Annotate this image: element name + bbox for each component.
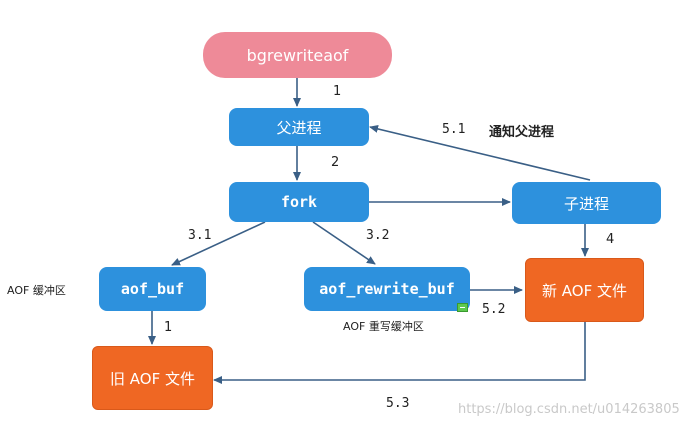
edge-label-5-3: 5.3: [386, 396, 410, 411]
edge-label-buf-to-old: 1: [164, 320, 173, 335]
node-aof-rewrite-buf: aof_rewrite_buf: [304, 267, 470, 311]
edge-label-4: 4: [606, 232, 615, 247]
edge-label-2: 2: [331, 155, 340, 170]
edge-new-aof-to-old-aof: [213, 322, 586, 384]
node-old-aof-file: 旧 AOF 文件: [92, 346, 213, 410]
node-parent-process: 父进程: [229, 108, 369, 146]
edge-fork-to-aof-rewrite-buf: [312, 221, 376, 265]
edge-label-5-2: 5.2: [482, 302, 506, 317]
node-child-process: 子进程: [512, 182, 661, 224]
label-aof-rewrite-buffer: AOF 重写缓冲区: [343, 320, 424, 333]
small-green-icon: [457, 303, 468, 312]
label-aof-buffer: AOF 缓冲区: [7, 284, 66, 297]
node-aof-buf: aof_buf: [99, 267, 206, 311]
edge-label-5-1: 5.1: [442, 122, 466, 137]
node-fork: fork: [229, 182, 369, 222]
edge-label-1: 1: [333, 84, 342, 99]
node-new-aof-file: 新 AOF 文件: [525, 258, 644, 322]
edge-label-5-1-text: 通知父进程: [489, 125, 555, 140]
edge-label-3-1: 3.1: [188, 228, 212, 243]
edge-fork-to-aof-buf: [171, 221, 266, 266]
watermark: https://blog.csdn.net/u014263805: [458, 402, 680, 417]
node-bgrewriteaof: bgrewriteaof: [203, 32, 392, 78]
edge-label-3-2: 3.2: [366, 228, 390, 243]
edge-child-to-parent: [369, 124, 591, 181]
